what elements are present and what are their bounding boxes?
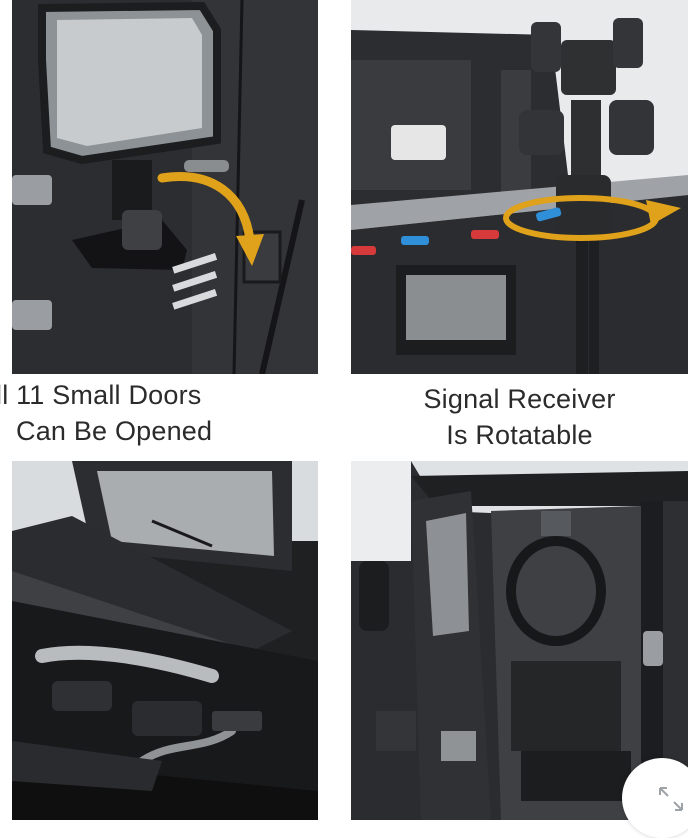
doors-caption: ll 11 Small Doors Can Be Opened <box>0 377 316 449</box>
expand-arrows-icon <box>659 787 683 811</box>
door-detail-photo <box>12 0 318 374</box>
engine-bay-photo <box>12 461 318 820</box>
receiver-caption: Signal Receiver Is Rotatable <box>351 381 688 453</box>
doors-caption-line1: ll 11 Small Doors <box>0 380 202 410</box>
receiver-caption-line1: Signal Receiver <box>423 384 616 414</box>
doors-caption-line2: Can Be Opened <box>16 416 213 446</box>
interior-cabin-photo <box>351 461 688 820</box>
expand-image-button[interactable] <box>622 758 688 838</box>
receiver-caption-line2: Is Rotatable <box>446 420 593 450</box>
signal-receiver-photo <box>351 0 688 374</box>
